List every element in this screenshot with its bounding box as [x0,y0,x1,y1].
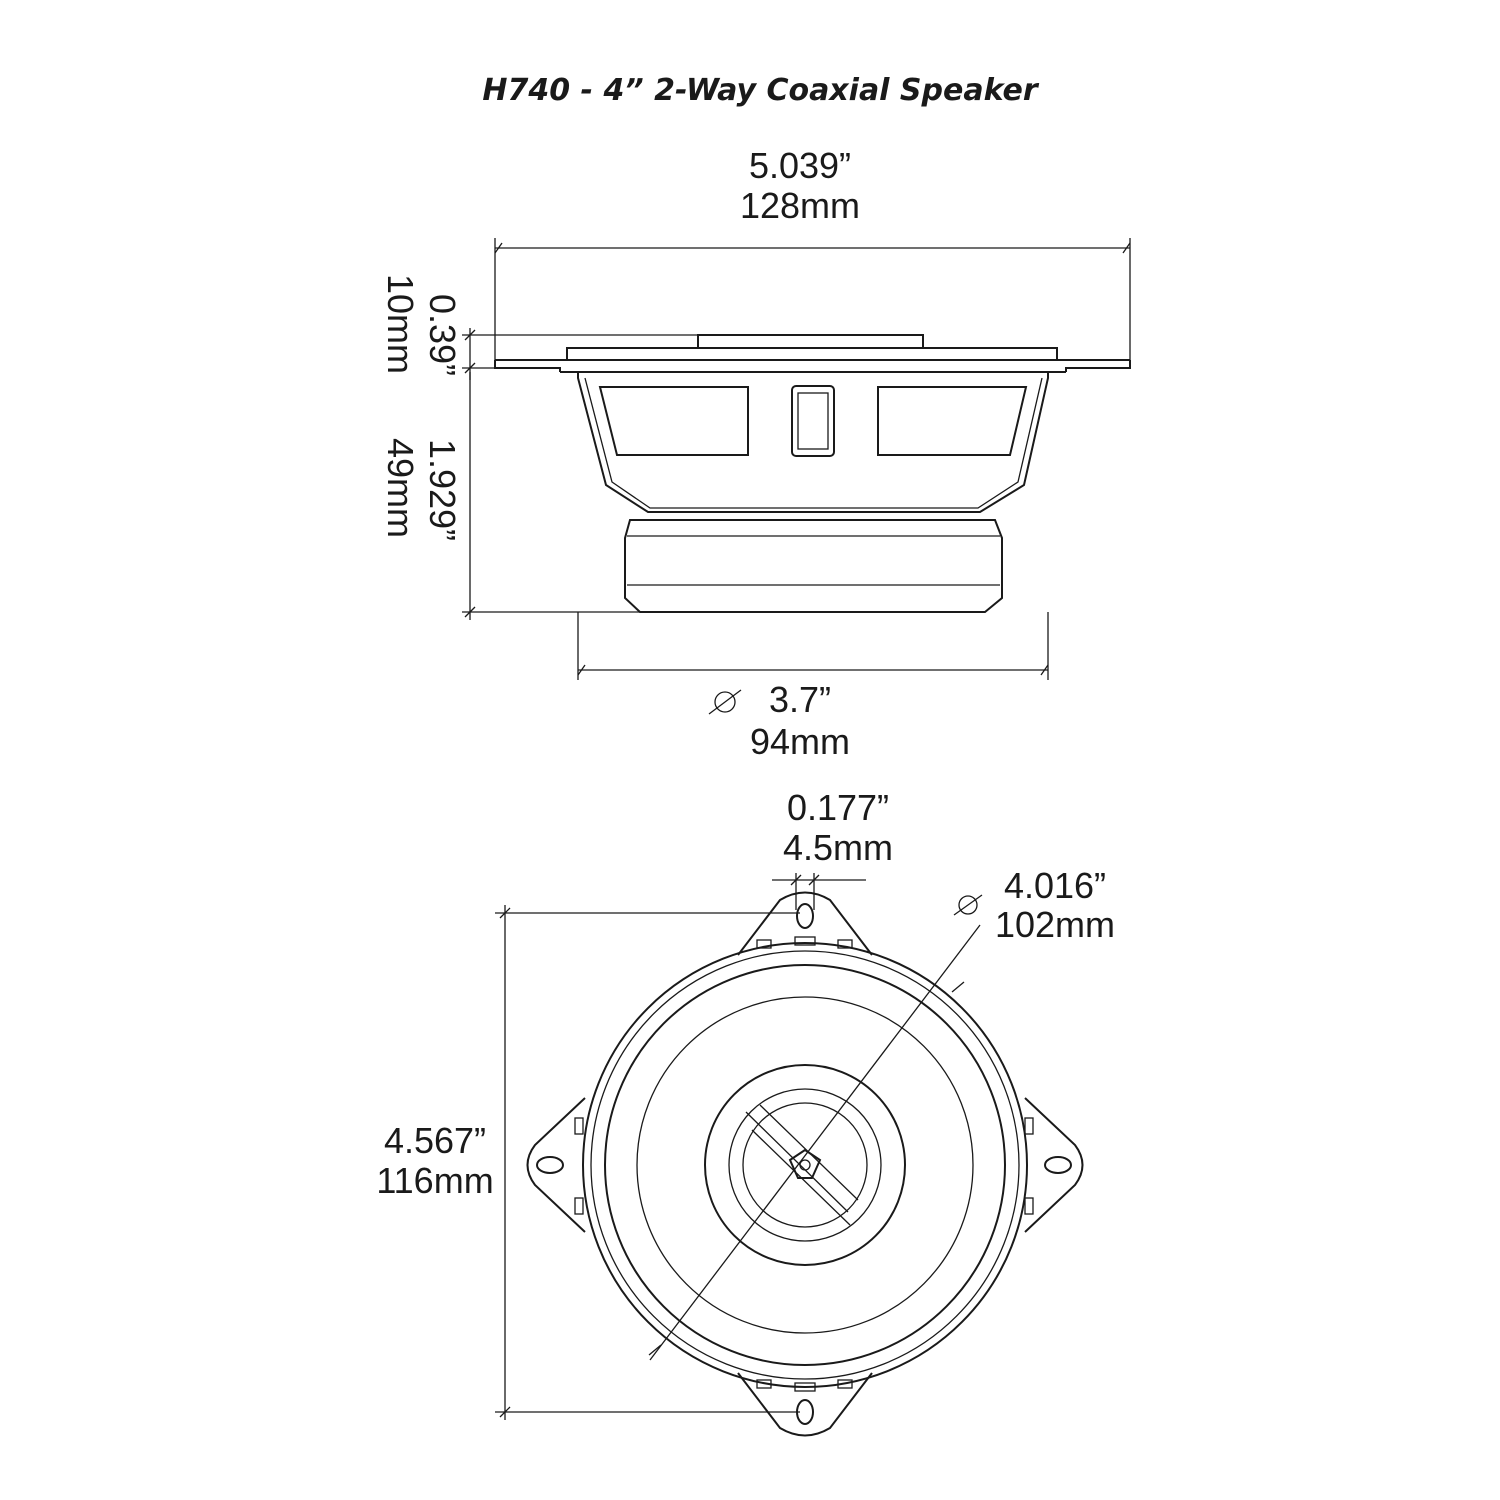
outer-diameter-dimension: 4.016” 102mm [648,865,1115,1361]
hole-diameter-dimension: 0.177” 4.5mm [772,787,893,910]
overall-height-dimension: 4.567” 116mm [376,905,800,1420]
mounting-tabs [526,891,1084,1437]
overall-width-mm: 128mm [740,185,860,226]
outer-diameter-mm: 102mm [995,904,1115,945]
mount-depth-mm: 49mm [380,438,421,538]
cutout-diameter-dimension: 3.7” 94mm [577,612,1049,762]
front-view: 0.177” 4.5mm 4.016” 102mm [376,787,1115,1437]
hole-diameter-mm: 4.5mm [783,827,893,868]
cutout-diameter-inches: 3.7” [769,679,831,720]
overall-height-mm: 116mm [376,1160,493,1201]
hole-diameter-inches: 0.177” [787,787,889,828]
speaker-front-face [582,942,1028,1388]
speaker-side-body [494,334,1131,613]
flange-height-mm: 10mm [380,274,421,374]
diameter-symbol-icon [953,894,983,916]
flange-height-inches: 0.39” [422,294,463,376]
mount-depth-inches: 1.929” [422,439,463,541]
overall-width-dimension: 5.039” 128mm [494,145,1131,368]
side-view: 5.039” 128mm [380,145,1131,762]
outer-diameter-inches: 4.016” [1004,865,1106,906]
mount-depth-dimension: 1.929” 49mm [380,372,640,620]
diameter-symbol-icon [708,689,742,715]
flange-height-dimension: 0.39” 10mm [380,274,698,380]
tweeter-bridge [745,1104,859,1226]
drawing-title: H740 - 4” 2-Way Coaxial Speaker [482,73,1039,108]
cutout-diameter-mm: 94mm [750,721,850,762]
overall-width-inches: 5.039” [749,145,851,186]
overall-height-inches: 4.567” [384,1120,486,1161]
